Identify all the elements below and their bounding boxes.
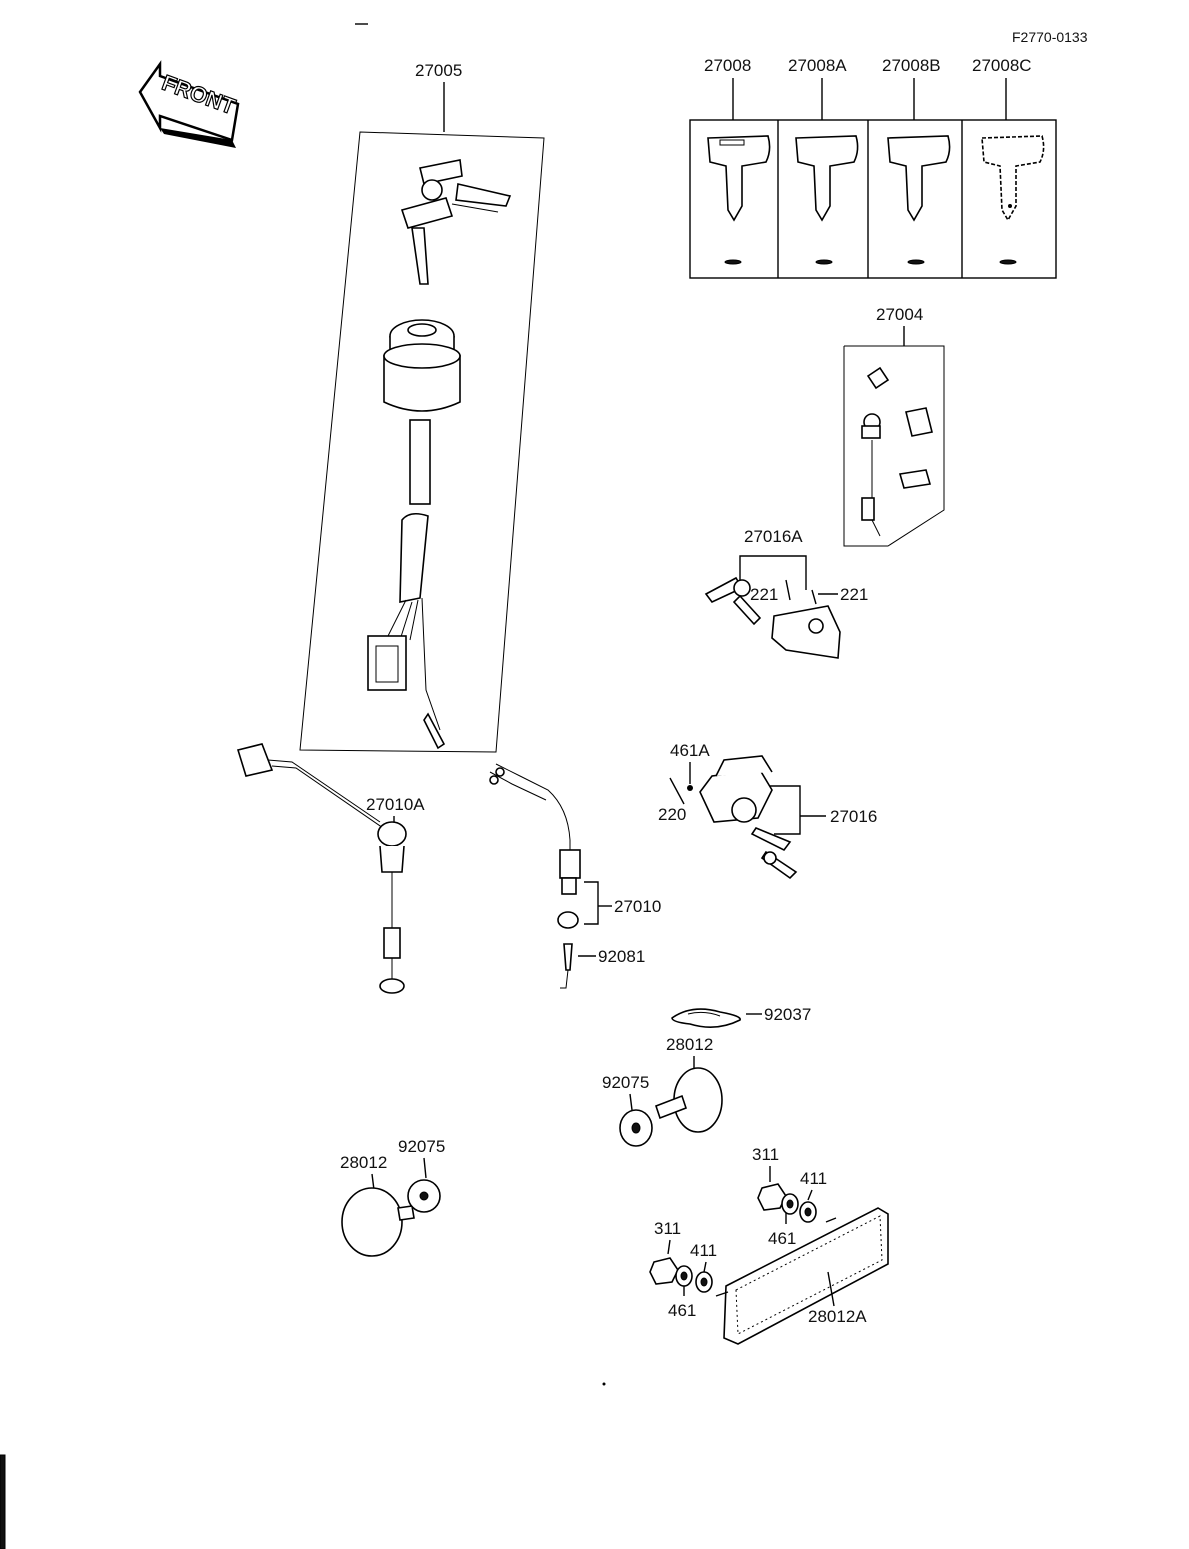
part-label-27010: 27010 [614,897,661,916]
key-blank-icon [707,135,771,265]
part-label-461A: 461A [670,741,710,760]
front-arrow-icon: FRONT [138,60,240,148]
part-label-220: 220 [658,805,686,824]
part-label-27008: 27008 [704,56,751,75]
key-blank-icon [981,135,1045,265]
margin-bar [0,1454,6,1549]
part-label-27008C: 27008C [972,56,1032,75]
nut-311-upper [757,1183,787,1211]
switch-27010A [236,743,407,994]
washer-411-lower [695,1271,713,1293]
washer-92075-lower [407,1179,441,1213]
part-label-28012A: 28012A [808,1307,867,1326]
washer-461-lower [675,1265,693,1287]
part-label-27016: 27016 [830,807,877,826]
part-label-92075-upper: 92075 [602,1073,649,1092]
part-label-221-left: 221 [750,585,778,604]
part-label-27008B: 27008B [882,56,941,75]
washer-411-upper [799,1201,817,1223]
part-label-28012-upper: 28012 [666,1035,713,1054]
part-label-92081: 92081 [598,947,645,966]
part-label-221-right: 221 [840,585,868,604]
switch-27010 [489,763,581,989]
part-label-411-lower: 411 [690,1241,717,1260]
part-label-27005: 27005 [415,61,462,80]
part-label-92075-lower: 92075 [398,1137,445,1156]
assembly-frame-27004 [843,345,945,547]
part-label-461-lower: 461 [668,1301,696,1320]
part-label-311-upper: 311 [752,1145,779,1164]
drawing-code: F2770-0133 [1012,29,1088,45]
key-blank-icon [887,135,951,265]
part-label-27004: 27004 [876,305,923,324]
bolt-220 [669,777,685,805]
ignition-harness [367,512,446,750]
washer-92075-upper [619,1109,653,1147]
ignition-switch-body [383,319,461,505]
assembly-frame-27005 [299,131,545,753]
key-blank-cards [689,119,1057,279]
part-label-92037: 92037 [764,1005,811,1024]
lock-cylinder-27016 [699,755,798,880]
rear-reflector-28012A [715,1207,889,1345]
washer-461A [687,785,693,791]
reflector-28012-upper [654,1067,723,1133]
part-label-461-upper: 461 [768,1229,796,1248]
nut-311-lower [649,1257,679,1285]
lock-cylinder-27016A [704,576,841,659]
key-blank-icon [795,135,859,265]
lock-set-icon [861,366,933,537]
part-label-28012-lower: 28012 [340,1153,387,1172]
clip-92037 [671,1008,741,1028]
reflector-28012-lower [341,1187,415,1257]
part-label-27008A: 27008A [788,56,847,75]
stray-dot [602,1382,606,1386]
part-label-411-upper: 411 [800,1169,827,1188]
part-label-27010A: 27010A [366,795,425,814]
part-label-27016A: 27016A [744,527,803,546]
ignition-keys-icon [400,159,512,285]
washer-461-upper [781,1193,799,1215]
part-label-311-lower: 311 [654,1219,681,1238]
